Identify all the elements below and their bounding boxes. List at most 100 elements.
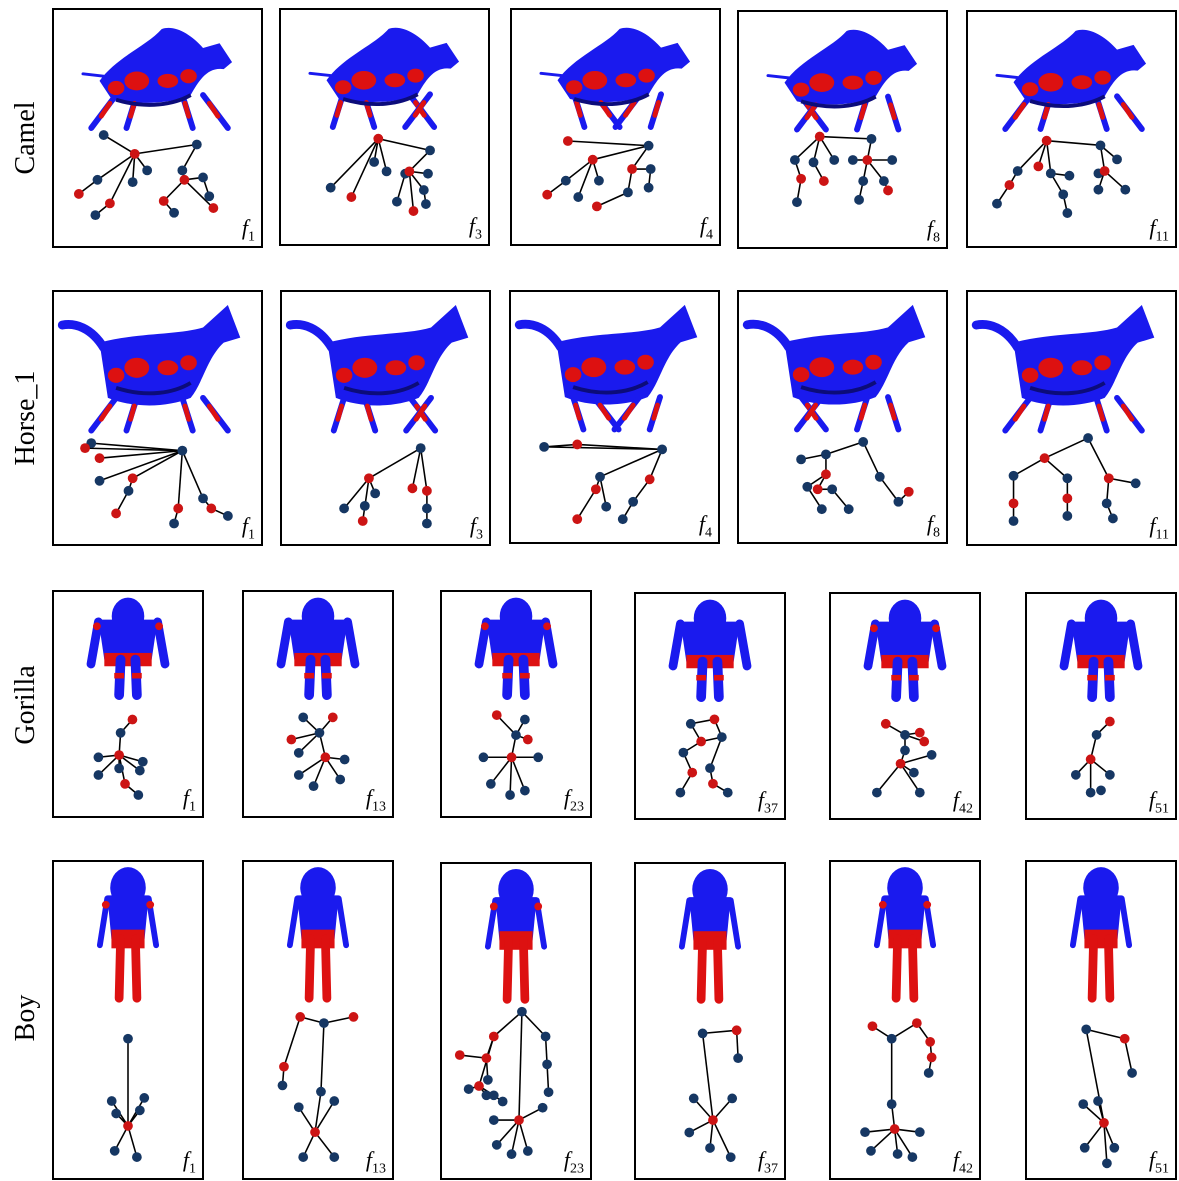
frame-panel-boy-1: f1 <box>52 860 204 1180</box>
skeleton-node-red <box>572 514 583 525</box>
frame-drawing <box>766 29 918 208</box>
skeleton-edge <box>599 476 607 507</box>
skeleton-node-blue <box>821 449 831 460</box>
skeleton-node-blue <box>325 182 336 193</box>
skeleton-node-blue <box>109 1145 120 1156</box>
skeleton-node-blue <box>204 191 215 202</box>
skeleton-graph <box>872 718 937 798</box>
skeleton-node-blue <box>573 192 584 202</box>
skeleton-node-red <box>1039 453 1050 464</box>
skeleton-edge <box>648 449 663 480</box>
skeleton-node-red <box>1099 1117 1109 1128</box>
mesh-segment <box>124 71 150 91</box>
skeleton-node-red <box>867 1021 878 1032</box>
mesh-segment <box>888 402 897 421</box>
mesh-segment <box>637 354 654 370</box>
frame-label: f8 <box>926 215 940 245</box>
mesh-arm <box>286 895 301 949</box>
skeleton-node-red <box>73 189 84 199</box>
skeleton-node-red <box>506 752 517 763</box>
skeleton-node-blue <box>866 133 877 144</box>
skeleton-node-blue <box>222 511 233 521</box>
mesh-segment <box>1042 403 1051 422</box>
skeleton-edge <box>596 191 629 208</box>
mesh-segment <box>1071 75 1093 90</box>
skeleton-node-blue <box>1062 511 1073 521</box>
skeleton-edge <box>378 137 431 152</box>
mesh-segment <box>1120 403 1135 422</box>
skeleton-node-blue <box>314 727 325 738</box>
mesh-segment <box>128 403 137 422</box>
skeleton-node-red <box>889 1124 900 1134</box>
skeleton-node-red <box>320 752 331 763</box>
mesh-torso <box>1080 895 1122 939</box>
skeleton-node-blue <box>594 175 604 186</box>
frame-number: 3 <box>476 527 483 542</box>
skeleton-edge <box>1103 1122 1108 1164</box>
frame-drawing <box>454 868 554 1160</box>
animal-mesh <box>995 29 1147 132</box>
mesh-segment <box>492 652 540 667</box>
skeleton-node-blue <box>847 155 858 165</box>
mesh-segment <box>923 900 932 909</box>
skeleton-node-red <box>572 439 583 450</box>
frame-drawing <box>863 599 947 798</box>
skeleton-node-red <box>123 1121 133 1131</box>
skeleton-node-blue <box>601 501 612 512</box>
frame-drawing <box>277 867 359 1162</box>
animal-mesh <box>81 27 233 131</box>
skeleton-node-red <box>895 758 906 769</box>
skeleton-edge <box>870 1128 896 1152</box>
mesh-segment <box>809 357 835 378</box>
skeleton-node-blue <box>900 729 910 740</box>
mesh-torso <box>288 619 348 660</box>
skeleton-graph <box>339 443 432 529</box>
skeleton-node-red <box>1062 493 1073 504</box>
skeleton-node-red <box>120 779 130 789</box>
skeleton-node-blue <box>1102 1158 1112 1169</box>
skeleton-graph <box>789 131 898 208</box>
skeleton-node-red <box>295 1012 306 1022</box>
frame-label: f4 <box>699 212 713 242</box>
animal-mesh <box>514 304 698 433</box>
skeleton-node-red <box>348 1012 359 1022</box>
skeleton-edge <box>312 756 327 787</box>
skeleton-node-red <box>1041 135 1052 146</box>
skeleton-node-red <box>474 1081 484 1091</box>
frame-number: 8 <box>933 525 940 540</box>
skeleton-node-blue <box>716 732 727 742</box>
skeleton-node-blue <box>1058 189 1069 200</box>
skeleton-node-blue <box>1078 1099 1089 1109</box>
skeleton-node-red <box>94 453 105 464</box>
human-mesh <box>474 597 558 700</box>
skeleton-node-blue <box>829 155 840 165</box>
skeleton-node-blue <box>1095 140 1106 151</box>
skeleton-node-red <box>104 198 115 209</box>
skeleton-node-red <box>731 1025 742 1036</box>
frame-drawing <box>276 597 360 792</box>
human-mesh <box>1059 599 1143 702</box>
skeleton-node-blue <box>293 770 304 780</box>
skeleton-node-blue <box>421 503 432 514</box>
mesh-segment <box>842 75 864 90</box>
mesh-segment <box>565 80 583 95</box>
human-mesh <box>484 868 548 1004</box>
skeleton-node-red <box>310 1127 320 1138</box>
skeleton-node-blue <box>483 1074 493 1085</box>
skeleton-node-red <box>925 1036 936 1047</box>
mesh-segment <box>206 403 221 422</box>
animal-mesh <box>308 27 460 130</box>
animal-mesh <box>742 304 926 433</box>
mesh-segment <box>686 654 734 669</box>
row-label: Boy <box>10 994 41 1042</box>
mesh-segment <box>792 82 810 97</box>
mesh-segment <box>157 360 179 376</box>
frame-label: f23 <box>563 784 584 814</box>
skeleton-node-blue <box>540 1031 551 1042</box>
skeleton-node-blue <box>339 754 350 765</box>
mesh-segment <box>304 672 314 679</box>
human-mesh <box>863 599 947 702</box>
skeleton-node-blue <box>874 471 885 482</box>
mesh-shade <box>342 92 419 106</box>
